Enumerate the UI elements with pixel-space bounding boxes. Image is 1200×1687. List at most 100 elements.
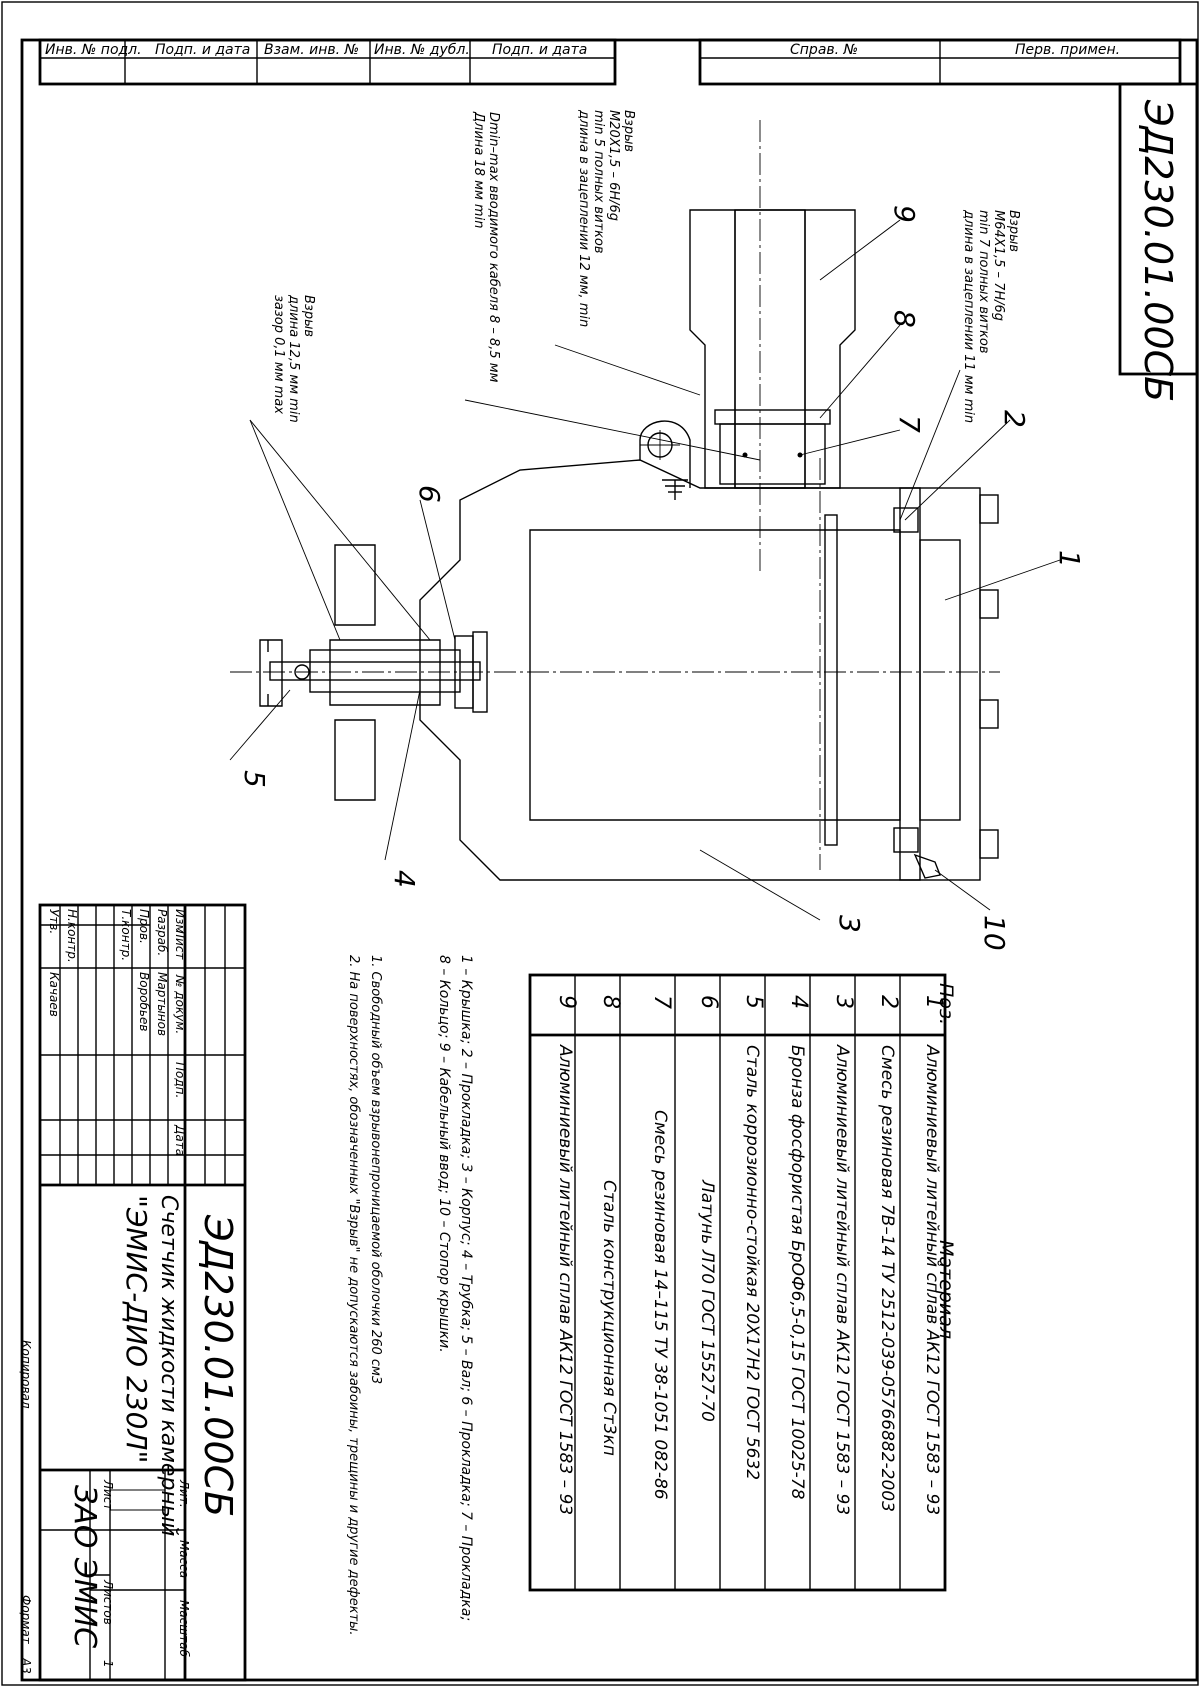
header-cell-vzam-inv: Взам. инв. №	[264, 42, 359, 58]
tb-role-utv: Утв.	[47, 909, 61, 934]
header-perv-primen: Перв. примен.	[1015, 42, 1120, 58]
footer-format: Формат	[19, 1595, 33, 1645]
doc-code-rotated: ЭД230.01.00СБ	[1136, 99, 1180, 402]
housing-body	[419, 459, 921, 881]
callout-7: 7	[893, 415, 926, 433]
annotations: Взрыв M64X1,5 – 7H/6g min 7 полных витко…	[249, 109, 1021, 641]
tb-sheets-count: 1	[101, 1660, 115, 1668]
callout-9: 9	[888, 205, 921, 223]
callout-2: 2	[998, 410, 1031, 428]
annot-m64-line1: Взрыв	[1006, 210, 1021, 252]
materials-row-9-pos: 9	[554, 995, 579, 1009]
tb-company: ЗАО ЭМИС	[67, 1485, 102, 1648]
callout-1: 1	[1053, 550, 1086, 568]
materials-row-8-pos: 8	[598, 995, 623, 1009]
shaft-washer	[472, 631, 488, 713]
materials-row-1-material: Алюминиевый литейный сплав АК12 ГОСТ 158…	[922, 1044, 942, 1515]
tb-header-list: Лист	[173, 928, 187, 960]
materials-row-7-material: Смесь резиновая 14–115 ТУ 38-1051 082-86	[650, 1110, 670, 1500]
annot-m64-line4: длина в зацеплении 11 мм min	[961, 209, 976, 423]
legend-notes: 1 – Крышка; 2 – Прокладка; 3 – Корпус; 4…	[346, 955, 474, 1636]
ground-symbol	[662, 479, 688, 500]
cable-gland-part-9	[689, 209, 856, 489]
tb-mass: Масса	[177, 1540, 191, 1578]
annot-m20-line4: длина в зацеплении 12 мм, min	[576, 109, 591, 327]
legend-line-1: 1 – Крышка; 2 – Прокладка; 3 – Корпус; 4…	[458, 955, 474, 1621]
materials-row-6-pos: 6	[696, 995, 721, 1009]
annot-m64-line3: min 7 полных витков	[976, 210, 991, 354]
tb-role-tkontr: Т.контр.	[119, 909, 133, 961]
materials-col-pos: Поз.	[935, 983, 957, 1025]
tb-name-utv: Качаев	[47, 972, 61, 1017]
footer-copied: Копировал	[19, 1340, 33, 1409]
callout-4: 4	[388, 870, 421, 888]
tb-role-prov: Пров.	[137, 909, 151, 944]
materials-row-7-pos: 7	[649, 995, 674, 1009]
tb-product-name-2: "ЭМИС-ДИО 230Л"	[120, 1195, 153, 1463]
materials-row-2-material: Смесь резиновая 7В–14 ТУ 2512-039-057668…	[877, 1045, 897, 1512]
annot-cable-line1: Dmin–max вводимого кабеля 8 – 8,5 мм	[486, 112, 501, 383]
materials-row-4-material: Бронза фосфористая БрОФ6,5-0,15 ГОСТ 100…	[787, 1045, 807, 1500]
note-2: 2. На поверхностях, обозначенных "Взрыв"…	[346, 955, 361, 1636]
tb-doc-code: ЭД230.01.00СБ	[196, 1214, 240, 1517]
annot-m20-line3: min 5 полных витков	[591, 110, 606, 254]
tb-role-nkontr: Н.контр.	[65, 909, 79, 963]
cover-bolt	[824, 514, 838, 846]
header-cell-inv-podl: Инв. № подл.	[45, 42, 142, 58]
annot-cable-line2: Длина 18 мм min	[471, 111, 486, 228]
materials-row-6-material: Латунь Л70 ГОСТ 15527-70	[697, 1179, 717, 1422]
tube-part-4	[309, 649, 461, 693]
note-1: 1. Свободный объем взрывонепроницаемой о…	[368, 955, 383, 1384]
callout-6: 6	[413, 485, 446, 503]
shaft-flange-lower	[334, 719, 376, 801]
assembly-cross-section	[230, 120, 1000, 881]
materials-row-2-pos: 2	[876, 995, 901, 1009]
housing-boss	[639, 420, 691, 488]
title-block: Изм Лист № докум. Подп. Дата Разраб. Про…	[38, 903, 247, 1682]
header-cell-podp-data: Подп. и дата	[155, 42, 250, 58]
annot-gap-line2: длина 12,5 мм min	[286, 294, 301, 423]
tb-sheet: Лист	[101, 1479, 115, 1511]
header-cell-podp-data-2: Подп. и дата	[492, 42, 587, 58]
annot-m20-line1: Взрыв	[621, 110, 636, 152]
tb-header-doc: № докум.	[173, 974, 187, 1034]
materials-row-5-material: Сталь коррозионно-стойкая 20Х17Н2 ГОСТ 5…	[742, 1045, 762, 1480]
seal-part-7	[719, 423, 826, 485]
top-header-strip: Инв. № подл. Подп. и дата Взам. инв. № И…	[38, 38, 1182, 86]
header-sprav-no: Справ. №	[790, 42, 858, 58]
cover-part-1	[899, 487, 981, 881]
tb-header-podp: Подп.	[173, 1062, 187, 1098]
tb-name-prov: Воробьев	[137, 972, 151, 1031]
tb-role-razrab: Разраб.	[155, 909, 169, 956]
shaft-end-fork	[259, 639, 283, 707]
tb-name-razrab: Мартынов	[155, 972, 169, 1036]
cover-teeth	[979, 494, 999, 859]
tb-lit: Лит.	[177, 1479, 191, 1508]
materials-table: Поз. Материал 1 Алюминиевый литейный спл…	[528, 973, 957, 1592]
annot-gap-line1: Взрыв	[301, 295, 316, 337]
tb-scale: Масштаб	[177, 1600, 191, 1658]
materials-row-9-material: Алюминиевый литейный сплав АК12 ГОСТ 158…	[555, 1044, 575, 1515]
callouts: 1 2 3 4 5 6 7 8 9 10	[229, 205, 1086, 951]
ring-part-8	[714, 409, 831, 425]
callout-5: 5	[238, 770, 271, 788]
cover-stopper-10	[913, 853, 941, 879]
materials-row-3-material: Алюминиевый литейный сплав АК12 ГОСТ 158…	[832, 1044, 852, 1515]
callout-3: 3	[833, 915, 866, 933]
annot-gap-line3: зазор 0,1 мм max	[271, 295, 286, 414]
callout-10: 10	[978, 915, 1011, 951]
callout-8: 8	[888, 310, 921, 328]
header-cell-inv-dubl: Инв. № дубл.	[374, 42, 470, 58]
tb-product-name-1: Счетчик жидкости камерный	[156, 1195, 181, 1536]
gasket-2-bottom	[893, 827, 919, 853]
materials-col-material: Материал	[935, 1240, 957, 1339]
materials-row-4-pos: 4	[786, 995, 811, 1009]
shaft-flange-upper	[334, 544, 376, 626]
materials-row-8-material: Сталь конструкционная Ст3кп	[599, 1180, 619, 1456]
shaft-part-5	[269, 661, 481, 681]
doc-code-box: ЭД230.01.00СБ	[1118, 82, 1199, 402]
footer-format-value: А3	[19, 1657, 33, 1674]
tb-header-izm: Изм	[173, 909, 187, 933]
tb-sheets: Листов	[101, 1579, 115, 1625]
materials-row-3-pos: 3	[831, 995, 856, 1009]
